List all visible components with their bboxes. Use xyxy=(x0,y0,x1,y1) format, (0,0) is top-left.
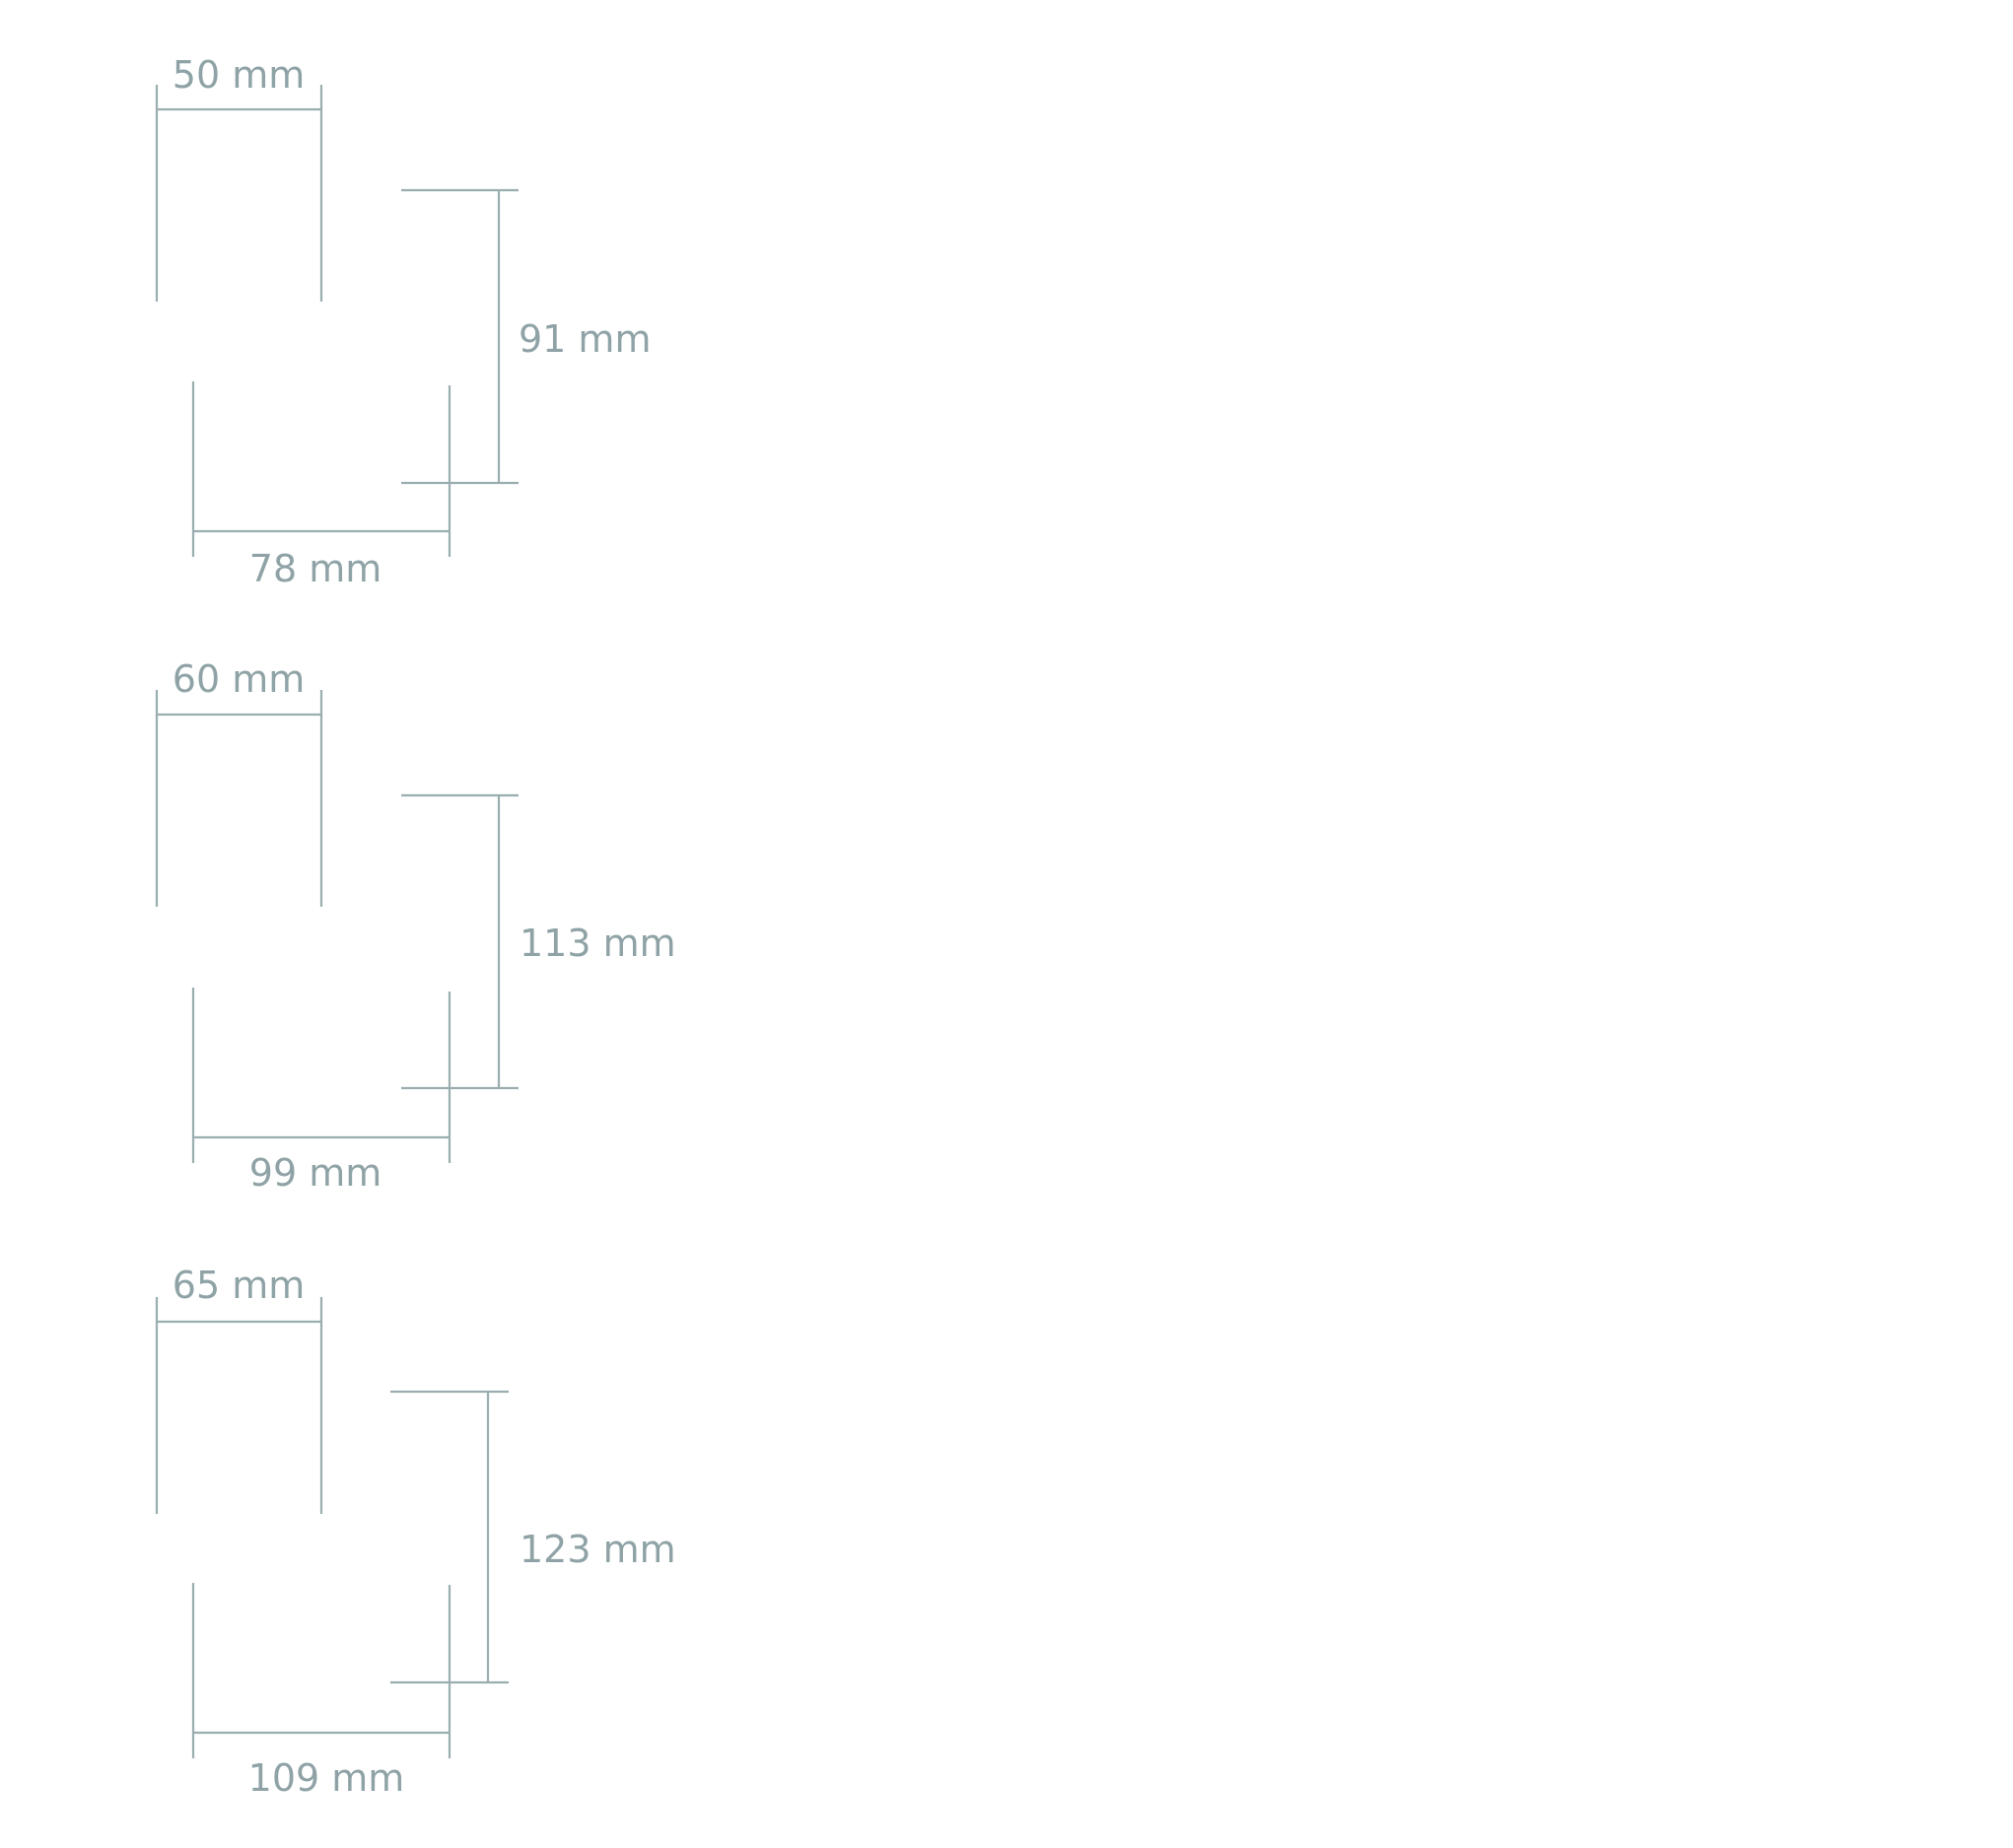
dimension-label: 65 mm xyxy=(173,1264,305,1307)
height-dimension: 91 mm xyxy=(401,188,651,485)
top-width-dimension: 65 mm xyxy=(155,1264,323,1514)
dimension-label: 91 mm xyxy=(519,317,651,361)
dimension-label: 109 mm xyxy=(248,1756,405,1800)
dimension-label: 50 mm xyxy=(173,53,305,97)
dimension-set-3: 65 mm 123 mm 109 mm xyxy=(155,1264,676,1800)
bottom-width-dimension: 78 mm xyxy=(191,381,451,590)
dimension-label: 78 mm xyxy=(249,547,382,590)
top-width-dimension: 50 mm xyxy=(155,53,323,302)
bottom-width-dimension: 99 mm xyxy=(191,988,451,1195)
dimension-label: 113 mm xyxy=(520,922,676,965)
dimension-label: 99 mm xyxy=(249,1151,382,1195)
dimension-set-2: 60 mm 113 mm 99 mm xyxy=(155,657,676,1195)
dimension-label: 123 mm xyxy=(520,1528,676,1571)
height-dimension: 123 mm xyxy=(390,1390,676,1684)
top-width-dimension: 60 mm xyxy=(155,657,323,907)
dimension-set-1: 50 mm 91 mm 78 mm xyxy=(155,53,651,590)
dimension-label: 60 mm xyxy=(173,657,305,701)
bottom-width-dimension: 109 mm xyxy=(191,1583,451,1800)
height-dimension: 113 mm xyxy=(401,793,676,1090)
